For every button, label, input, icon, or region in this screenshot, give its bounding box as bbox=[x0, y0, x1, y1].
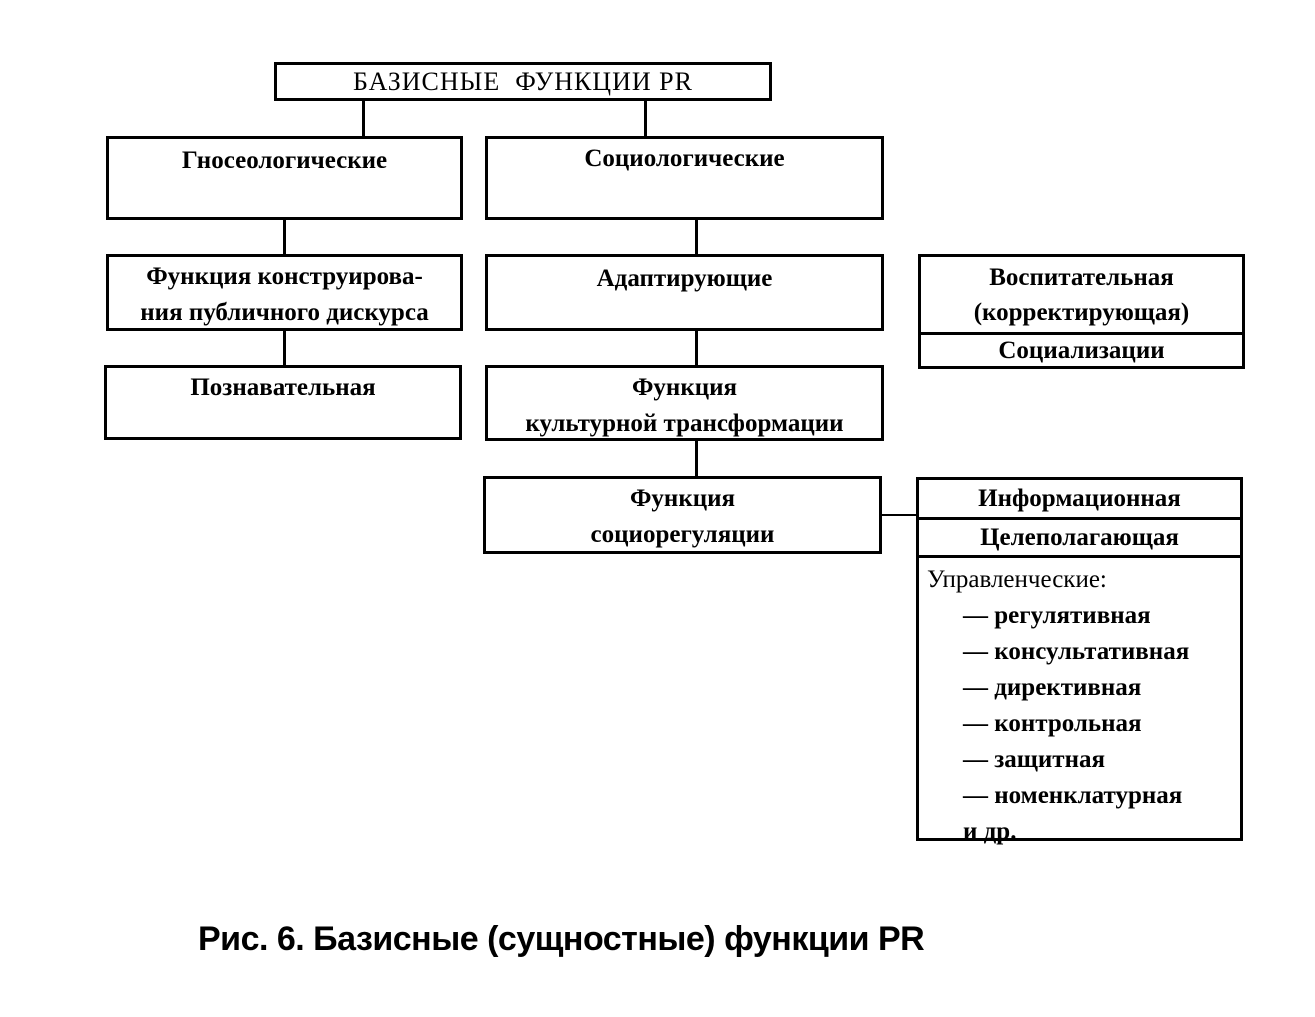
figure-caption: Рис. 6. Базисные (сущностные) функции PR bbox=[198, 920, 925, 958]
discourse-construction-node: Функция конструирова- ния публичного дис… bbox=[106, 254, 463, 331]
gnoseological-node: Гносеологические bbox=[106, 136, 463, 220]
connector-discourse-cognitive bbox=[283, 328, 286, 368]
managerial-etc: и др. bbox=[963, 818, 1017, 845]
managerial-item: — директивная bbox=[963, 674, 1142, 701]
educational-group: Воспитательная (корректирующая) Социализ… bbox=[918, 254, 1245, 369]
educational-label-line2: (корректирующая) bbox=[973, 298, 1190, 326]
connector-gnoseological-discourse bbox=[283, 217, 286, 257]
managerial-item: — консультативная bbox=[963, 638, 1190, 665]
cognitive-node: Познавательная bbox=[104, 365, 462, 440]
managerial-title: Управленческие: bbox=[927, 566, 1107, 593]
discourse-label-line1: Функция конструирова- bbox=[146, 263, 423, 290]
managerial-item: — контрольная bbox=[963, 710, 1142, 737]
managerial-item: — защитная bbox=[963, 746, 1106, 773]
managerial-cell: Управленческие: — регулятивная — консуль… bbox=[919, 555, 1240, 850]
sociological-node: Социологические bbox=[485, 136, 884, 220]
root-node: БАЗИСНЫЕ ФУНКЦИИ PR bbox=[274, 62, 772, 101]
sociological-label: Социологические bbox=[584, 145, 785, 172]
informational-cell: Информационная bbox=[919, 480, 1240, 517]
socialization-label: Социализации bbox=[998, 336, 1165, 364]
adapting-label: Адаптирующие bbox=[596, 265, 773, 292]
goal-setting-cell: Целеполагающая bbox=[919, 517, 1240, 555]
educational-label-line1: Воспитательная bbox=[989, 263, 1174, 291]
gnoseological-label: Гносеологические bbox=[181, 147, 388, 174]
connector-cultural-socioreg bbox=[695, 438, 698, 480]
socioregulation-node: Функция социорегуляции bbox=[483, 476, 882, 554]
goal-setting-label: Целеполагающая bbox=[980, 523, 1179, 551]
root-label: БАЗИСНЫЕ ФУНКЦИИ PR bbox=[353, 67, 693, 96]
adapting-node: Адаптирующие bbox=[485, 254, 884, 331]
socioreg-label-line1: Функция bbox=[629, 485, 736, 512]
cultural-transformation-node: Функция культурной трансформации bbox=[485, 365, 884, 441]
connector-sociological-adapting bbox=[695, 217, 698, 257]
cognitive-label: Познавательная bbox=[190, 374, 376, 401]
educational-cell: Воспитательная (корректирующая) bbox=[921, 257, 1242, 332]
connector-adapting-cultural bbox=[695, 328, 698, 368]
managerial-item: — регулятивная bbox=[963, 602, 1151, 629]
connector-socioreg-regulation-group bbox=[880, 514, 920, 516]
cultural-label-line1: Функция bbox=[631, 374, 738, 401]
informational-label: Информационная bbox=[978, 484, 1181, 512]
cultural-label-line2: культурной трансформации bbox=[525, 410, 844, 437]
socioreg-label-line2: социорегуляции bbox=[590, 521, 775, 548]
connector-root-sociological bbox=[644, 98, 647, 138]
socialization-cell: Социализации bbox=[921, 332, 1242, 366]
connector-root-gnoseological bbox=[362, 98, 365, 138]
managerial-item: — номенклатурная bbox=[963, 782, 1183, 809]
discourse-label-line2: ния публичного дискурса bbox=[140, 299, 429, 326]
regulation-functions-group: Информационная Целеполагающая Управленче… bbox=[916, 477, 1243, 845]
